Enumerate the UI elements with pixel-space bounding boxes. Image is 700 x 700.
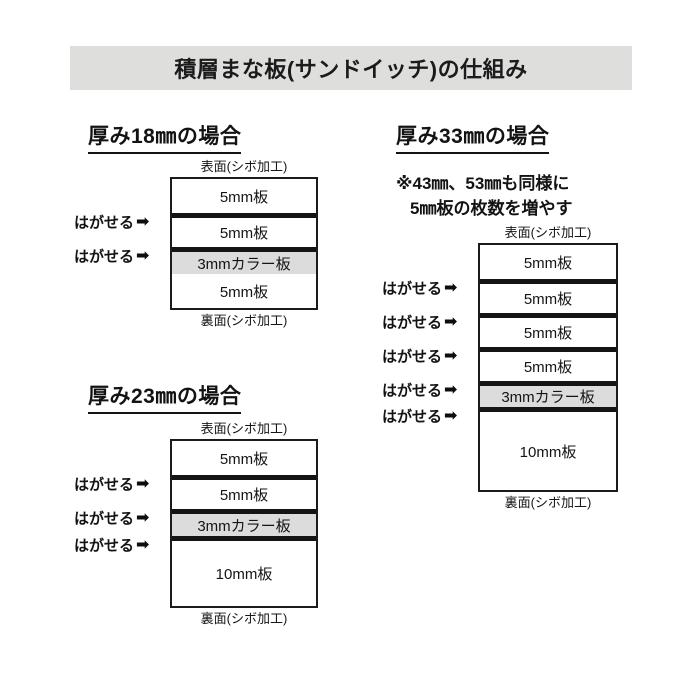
layer-board: 5mm板 [172,179,316,214]
layer-color-board: 3mmカラー板 [172,247,316,275]
peel-callout: はがせる➡ [74,246,149,267]
layer-label: 3mmカラー板 [197,255,291,273]
peel-label: はがせる [382,348,443,366]
layer-label: 3mmカラー板 [501,389,595,407]
layer-board: 5mm板 [480,313,616,348]
layer-label: 5mm板 [523,325,573,343]
top-face-label: 表面(シボ加工) [504,225,592,240]
layer-stack: 5mm板 5mm板 5mm板 5mm板 3mmカラー板 10mm板 [478,243,618,493]
arrow-right-icon: ➡ [444,347,458,364]
layer-board: 5mm板 [480,245,616,280]
peel-label: はがせる [382,408,443,426]
layer-stack: 5mm板 5mm板 3mmカラー板 5mm板 [170,177,318,311]
arrow-right-icon: ➡ [136,536,150,553]
note-line-2: 5㎜板の枚数を増やす [410,198,573,218]
layer-board: 5mm板 [172,213,316,248]
arrow-right-icon: ➡ [444,313,458,330]
peel-label: はがせる [74,214,135,232]
layer-label: 5mm板 [219,487,269,505]
bottom-face-label: 裏面(シボ加工) [200,313,288,329]
top-face-label: 表面(シボ加工) [200,159,288,174]
peel-label: はがせる [74,476,135,494]
peel-callout: はがせる➡ [382,312,457,333]
stack-diagram-18mm: 表面(シボ加工) 5mm板 5mm板 3mmカラー板 5mm板 裏面(シボ加工) [170,159,318,329]
bottom-face-label: 裏面(シボ加工) [200,611,288,627]
arrow-right-icon: ➡ [444,381,458,398]
layer-label: 5mm板 [219,283,269,301]
layer-board: 10mm板 [480,407,616,491]
peel-callout: はがせる➡ [74,474,149,495]
arrow-right-icon: ➡ [444,279,458,296]
layer-label: 5mm板 [219,225,269,243]
layer-board: 10mm板 [172,536,316,607]
layer-board: 5mm板 [172,274,316,309]
peel-callout: はがせる➡ [74,212,149,233]
layer-label: 10mm板 [215,566,273,584]
peel-callout: はがせる➡ [382,278,457,299]
layer-color-board: 3mmカラー板 [480,381,616,408]
section-heading-33mm: 厚み33㎜の場合 [396,120,550,154]
arrow-right-icon: ➡ [444,407,458,424]
layer-label: 3mmカラー板 [197,517,291,535]
peel-label: はがせる [74,537,135,555]
section-heading-18mm: 厚み18㎜の場合 [88,120,242,154]
peel-label: はがせる [382,382,443,400]
arrow-right-icon: ➡ [136,247,150,264]
stack-diagram-23mm: 表面(シボ加工) 5mm板 5mm板 3mmカラー板 10mm板 裏面(シボ加工) [170,421,318,627]
peel-label: はがせる [382,280,443,298]
peel-label: はがせる [74,510,135,528]
layer-label: 5mm板 [523,291,573,309]
peel-label: はがせる [382,314,443,332]
peel-callout: はがせる➡ [382,346,457,367]
arrow-right-icon: ➡ [136,509,150,526]
arrow-right-icon: ➡ [136,475,150,492]
peel-callout: はがせる➡ [382,380,457,401]
bottom-face-label: 裏面(シボ加工) [504,495,592,511]
layer-label: 10mm板 [519,443,577,461]
layer-label: 5mm板 [523,254,573,272]
arrow-right-icon: ➡ [136,213,150,230]
peel-callout: はがせる➡ [74,535,149,556]
layer-label: 5mm板 [523,359,573,377]
top-face-label: 表面(シボ加工) [200,421,288,436]
layer-color-board: 3mmカラー板 [172,509,316,537]
peel-callout: はがせる➡ [382,406,457,427]
page-title: 積層まな板(サンドイッチ)の仕組み [174,57,528,82]
peel-callout: はがせる➡ [74,508,149,529]
layer-label: 5mm板 [219,450,269,468]
layer-label: 5mm板 [219,188,269,206]
layer-board: 5mm板 [172,475,316,510]
stack-diagram-33mm: 表面(シボ加工) 5mm板 5mm板 5mm板 5mm板 3mmカラー板 10mm板 裏面… [478,225,618,511]
section-note-33mm: ※43㎜、53㎜も同様に 5㎜板の枚数を増やす [396,172,572,221]
layer-board: 5mm板 [480,347,616,382]
layer-stack: 5mm板 5mm板 3mmカラー板 10mm板 [170,439,318,609]
section-heading-23mm: 厚み23㎜の場合 [88,380,242,414]
note-line-1: ※43㎜、53㎜も同様に [396,174,570,193]
peel-label: はがせる [74,248,135,266]
layer-board: 5mm板 [480,279,616,314]
page-title-banner: 積層まな板(サンドイッチ)の仕組み [70,46,632,90]
layer-board: 5mm板 [172,441,316,476]
